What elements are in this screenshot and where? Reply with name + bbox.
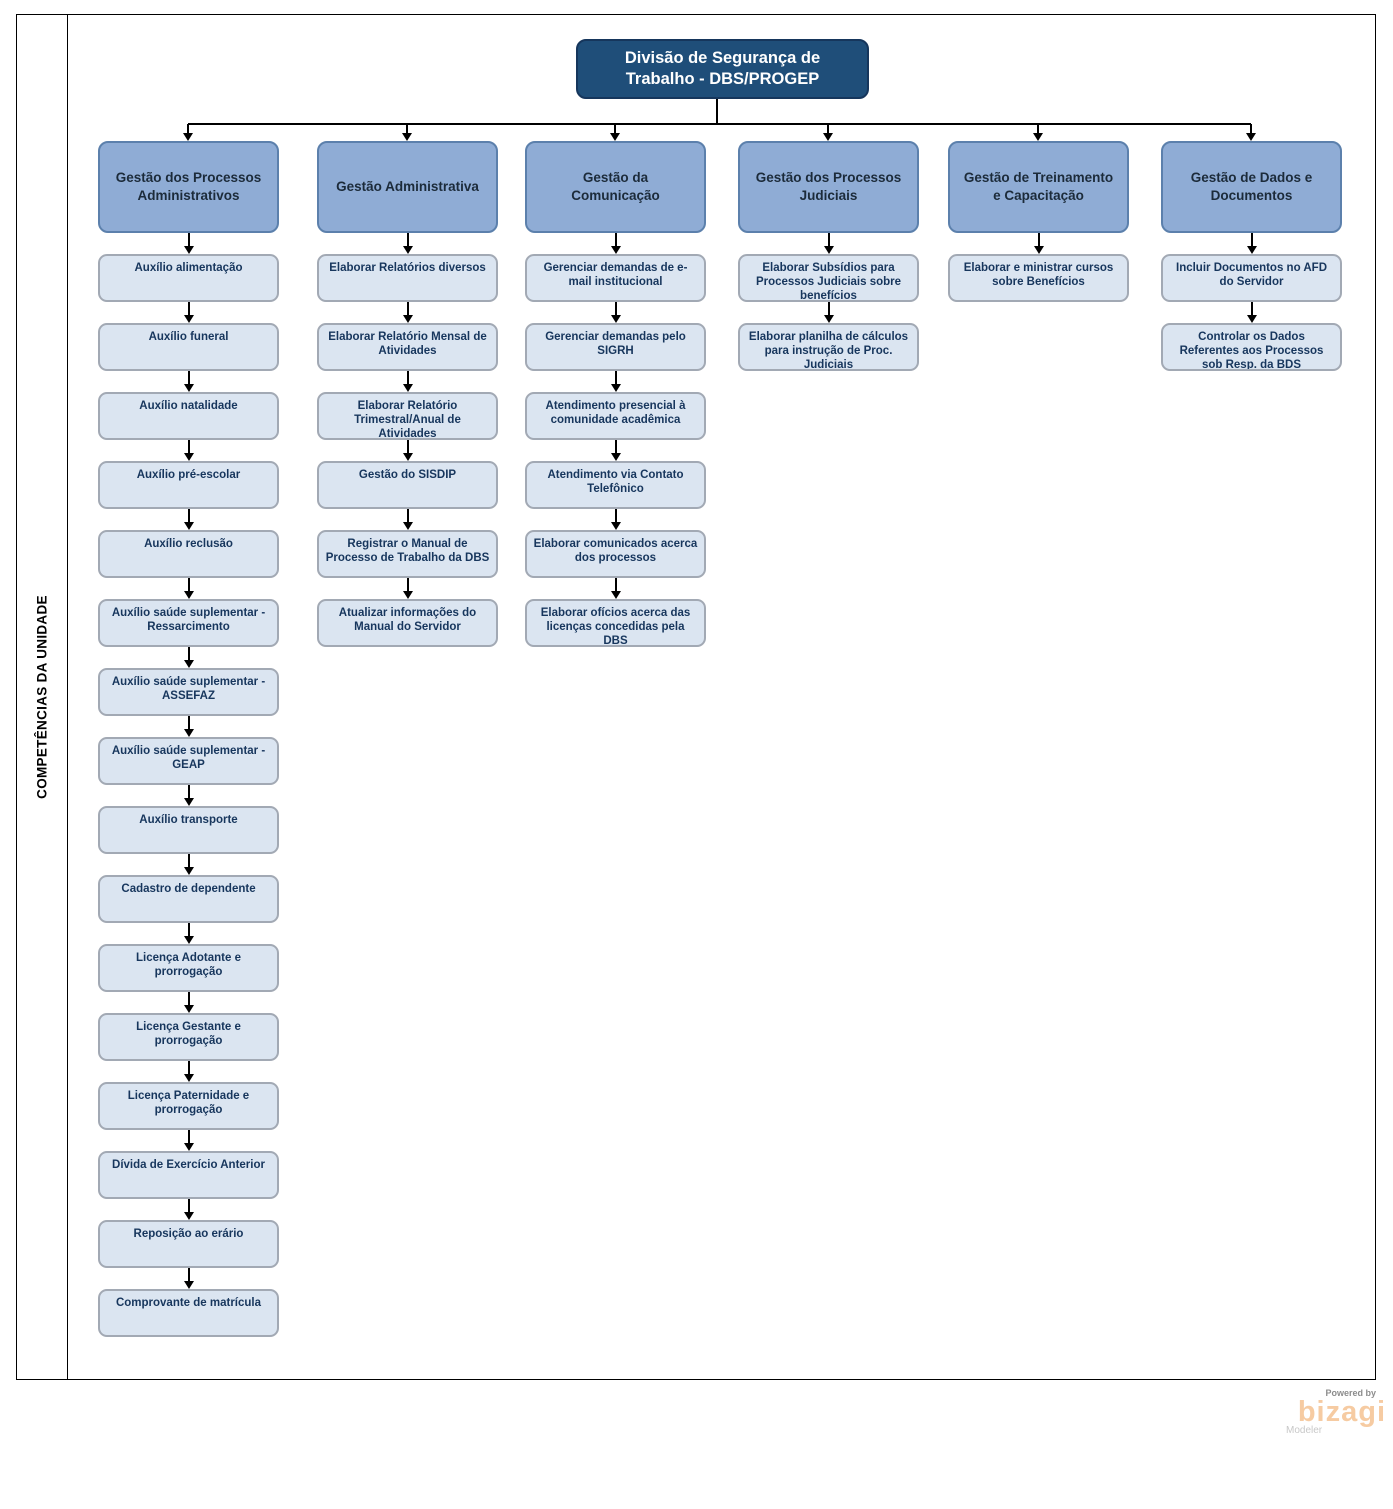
arrow-connector [98,647,279,668]
task-node[interactable]: Cadastro de dependente [98,875,279,923]
bus-line [188,123,1251,125]
arrow-connector [98,440,279,461]
task-node[interactable]: Atendimento via Contato Telefônico [525,461,706,509]
task-node[interactable]: Licença Adotante e prorrogação [98,944,279,992]
arrow-connector [525,440,706,461]
powered-by-label: Powered by [1325,1388,1376,1398]
task-node[interactable]: Gerenciar demandas pelo SIGRH [525,323,706,371]
task-node[interactable]: Licença Gestante e prorrogação [98,1013,279,1061]
task-node[interactable]: Auxílio saúde suplementar - ASSEFAZ [98,668,279,716]
arrow-connector [98,233,279,254]
column-header-node[interactable]: Gestão de Dados e Documentos [1161,141,1342,233]
task-node[interactable]: Dívida de Exercício Anterior [98,1151,279,1199]
arrow-connector [98,1268,279,1289]
column-header-node[interactable]: Gestão dos Processos Administrativos [98,141,279,233]
arrow-connector [98,785,279,806]
arrow-connector [98,854,279,875]
task-node[interactable]: Auxílio saúde suplementar - Ressarciment… [98,599,279,647]
task-node[interactable]: Elaborar Relatório Trimestral/Anual de A… [317,392,498,440]
task-node[interactable]: Reposição ao erário [98,1220,279,1268]
task-node[interactable]: Elaborar Subsídios para Processos Judici… [738,254,919,302]
arrow-connector [525,371,706,392]
task-node[interactable]: Auxílio natalidade [98,392,279,440]
task-node[interactable]: Elaborar e ministrar cursos sobre Benefí… [948,254,1129,302]
arrow-connector [98,302,279,323]
task-node[interactable]: Elaborar Relatórios diversos [317,254,498,302]
lane-label: COMPETÊNCIAS DA UNIDADE [34,595,50,799]
task-node[interactable]: Gestão do SISDIP [317,461,498,509]
task-node[interactable]: Elaborar ofícios acerca das licenças con… [525,599,706,647]
task-node[interactable]: Registrar o Manual de Processo de Trabal… [317,530,498,578]
arrow-connector [317,578,498,599]
arrow-connector [948,233,1129,254]
arrow-connector [525,233,706,254]
arrow-connector [738,302,919,323]
bizagi-modeler-label: Modeler [1286,1425,1323,1436]
task-node[interactable]: Elaborar Relatório Mensal de Atividades [317,323,498,371]
task-node[interactable]: Incluir Documentos no AFD do Servidor [1161,254,1342,302]
arrow-connector [317,371,498,392]
task-node[interactable]: Auxílio pré-escolar [98,461,279,509]
root-node-title[interactable]: Divisão de Segurança de Trabalho - DBS/P… [576,39,869,99]
arrow-connector [98,716,279,737]
arrow-connector [98,1130,279,1151]
arrow-connector [98,578,279,599]
task-node[interactable]: Atualizar informações do Manual do Servi… [317,599,498,647]
task-node[interactable]: Gerenciar demandas de e-mail institucion… [525,254,706,302]
arrow-connector [317,440,498,461]
column-header-node[interactable]: Gestão Administrativa [317,141,498,233]
bizagi-brand: Powered by bizagi Modeler [1262,1388,1390,1436]
arrow-connector [317,509,498,530]
task-node[interactable]: Auxílio funeral [98,323,279,371]
arrow-connector [525,302,706,323]
task-node[interactable]: Auxílio reclusão [98,530,279,578]
root-stem-line [716,99,718,124]
column-header-node[interactable]: Gestão de Treinamento e Capacitação [948,141,1129,233]
column-header-node[interactable]: Gestão da Comunicação [525,141,706,233]
arrow-connector [1161,233,1342,254]
task-node[interactable]: Auxílio alimentação [98,254,279,302]
arrow-connector [98,923,279,944]
arrow-connector [98,371,279,392]
arrow-connector [525,509,706,530]
diagram-frame: COMPETÊNCIAS DA UNIDADE Divisão de Segur… [16,14,1376,1380]
task-node[interactable]: Elaborar comunicados acerca dos processo… [525,530,706,578]
arrow-connector [738,233,919,254]
arrow-connector [317,233,498,254]
bizagi-logo: bizagi [1297,1396,1386,1428]
arrow-connector [317,302,498,323]
lane-strip: COMPETÊNCIAS DA UNIDADE [17,15,68,1379]
task-node[interactable]: Atendimento presencial à comunidade acad… [525,392,706,440]
task-node[interactable]: Elaborar planilha de cálculos para instr… [738,323,919,371]
arrow-connector [98,509,279,530]
arrow-connector [98,992,279,1013]
arrow-connector [1161,302,1342,323]
arrow-connector [525,578,706,599]
task-node[interactable]: Controlar os Dados Referentes aos Proces… [1161,323,1342,371]
task-node[interactable]: Auxílio transporte [98,806,279,854]
column-header-node[interactable]: Gestão dos Processos Judiciais [738,141,919,233]
task-node[interactable]: Comprovante de matrícula [98,1289,279,1337]
arrow-connector [98,1199,279,1220]
arrow-connector [98,1061,279,1082]
task-node[interactable]: Licença Paternidade e prorrogação [98,1082,279,1130]
task-node[interactable]: Auxílio saúde suplementar - GEAP [98,737,279,785]
